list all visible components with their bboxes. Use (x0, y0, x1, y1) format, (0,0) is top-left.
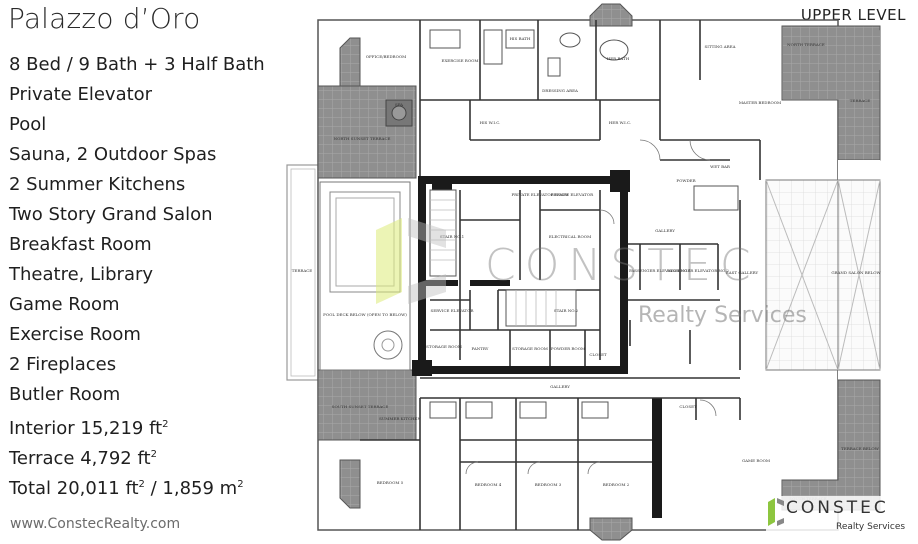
plan-label-his-wic: HIS W.I.C. (480, 120, 501, 125)
plan-label-service-elev: SERVICE ELEVATOR (431, 308, 475, 313)
plan-label-bedroom2: BEDROOM 2 (603, 482, 630, 487)
interior-area: Interior 15,219 ft2 (9, 410, 265, 440)
plan-label-pe2: PASSENGER ELEVATOR NO.2 (667, 268, 729, 273)
feature-item: 2 Summer Kitchens (9, 174, 186, 195)
terrace-area-text: Terrace 4,792 ft (9, 448, 151, 469)
plan-label-closet: CLOSET (589, 352, 607, 357)
plan-label-powder: POWDER (676, 178, 696, 183)
feature-item: 2 Fireplaces (9, 354, 117, 375)
feature-item: Sauna, 2 Outdoor Spas (9, 144, 217, 165)
feature-item: Butler Room (9, 384, 121, 405)
plan-label-master: MASTER BEDROOM (739, 100, 781, 105)
total-area: Total 20,011 ft2 / 1,859 m2 (9, 470, 265, 500)
plan-label-dressing: DRESSING AREA (542, 88, 578, 93)
plan-label-summer-kitchen: SUMMER KITCHEN (379, 416, 421, 421)
plan-label-office: OFFICE/BEDROOM (366, 54, 406, 59)
terrace-area-sup: 2 (150, 449, 157, 460)
feature-item: Private Elevator (9, 84, 153, 105)
plan-label-terrace-e: TERRACE (850, 98, 871, 103)
plan-label-south-sunset: SOUTH SUNSET TERRACE (332, 404, 389, 409)
feature-item: 8 Bed / 9 Bath + 3 Half Bath (9, 54, 265, 75)
watermark-name: CONSTEC (485, 240, 760, 291)
plan-label-her-bath: HER BATH (607, 56, 630, 61)
watermark-logo-icon (376, 218, 446, 304)
plan-label-powder2: POWDER ROOM (551, 346, 585, 351)
feature-item: Breakfast Room (9, 234, 152, 255)
brand-logo-subtitle: Realty Services (836, 522, 906, 532)
page-title: Palazzo d’Oro (8, 2, 201, 35)
feature-item: Exercise Room (9, 324, 141, 345)
feature-item: Pool (9, 114, 47, 135)
brand-logo (766, 496, 912, 540)
feature-list: 8 Bed / 9 Bath + 3 Half Bath Private Ele… (9, 50, 265, 500)
plan-label-his-bath: HIS BATH (510, 36, 531, 41)
plan-label-stair2: STAIR NO.2 (554, 308, 579, 313)
plan-label-wet-bar: WET BAR (710, 164, 731, 169)
plan-label-gallery2: GALLERY (550, 384, 570, 389)
plan-label-gallery: GALLERY (655, 228, 675, 233)
feature-item: Game Room (9, 294, 120, 315)
total-area-sup-a: 2 (138, 479, 145, 490)
plan-label-electrical: ELECTRICAL ROOM (549, 234, 591, 239)
plan-label-private-elev-room: PRIVATE ELEVATOR ROOM (511, 192, 568, 197)
plan-label-east-gallery: EAST GALLERY (726, 270, 759, 275)
feature-item: Two Story Grand Salon (9, 204, 213, 225)
total-area-text-a: Total 20,011 ft (9, 478, 139, 499)
plan-label-north-terrace: NORTH TERRACE (787, 42, 825, 47)
feature-item: Theatre, Library (9, 264, 154, 285)
plan-label-bedroom4: BEDROOM 4 (475, 482, 502, 487)
plan-label-pe1: PASSENGER ELEVATOR NO.1 (629, 268, 691, 273)
plan-label-pool-deck: POOL DECK BELOW (OPEN TO BELOW) (323, 312, 407, 317)
floor-plan: NORTH TERRACE TERRACE TERRACE BELOW TERR… (286, 3, 882, 541)
terrace-area: Terrace 4,792 ft2 (9, 440, 265, 470)
interior-area-text: Interior 15,219 ft (9, 418, 163, 439)
total-area-text-b: / 1,859 m (144, 478, 238, 499)
plan-label-private-elev: PRIVATE ELEVATOR (551, 192, 594, 197)
plan-label-storage1: STORAGE ROOM (426, 344, 462, 349)
watermark-subtitle: Realty Services (638, 303, 807, 328)
plan-label-game-room: GAME ROOM (742, 458, 770, 463)
plan-label-stair1: STAIR NO.1 (440, 234, 464, 239)
plan-label-bedroom3: BEDROOM 3 (535, 482, 562, 487)
plan-label-sitting: SITTING AREA (705, 44, 736, 49)
plan-label-exercise: EXERCISE ROOM (442, 58, 479, 63)
plan-label-terrace-w: TERRACE (292, 268, 313, 273)
plan-label-pantry: PANTRY (472, 346, 489, 351)
plan-label-north-sunset: NORTH SUNSET TERRACE (334, 136, 391, 141)
plan-label-bedroom5: BEDROOM 5 (377, 480, 404, 485)
plan-label-closet2: CLOSET (679, 404, 697, 409)
total-area-sup-b: 2 (237, 479, 244, 490)
plan-label-her-wic: HER W.I.C. (609, 120, 631, 125)
interior-area-sup: 2 (162, 419, 169, 430)
plan-label-spa: SPA (395, 102, 403, 107)
brand-logo-name: CONSTEC (786, 498, 889, 518)
plan-label-storage2: STORAGE ROOM (512, 346, 548, 351)
plan-label-grand-salon: GRAND SALON BELOW (831, 270, 881, 275)
plan-label-terrace-se: TERRACE BELOW (841, 446, 880, 451)
website-link[interactable]: www.ConstecRealty.com (10, 516, 181, 532)
brand-logo-icon (768, 498, 784, 526)
